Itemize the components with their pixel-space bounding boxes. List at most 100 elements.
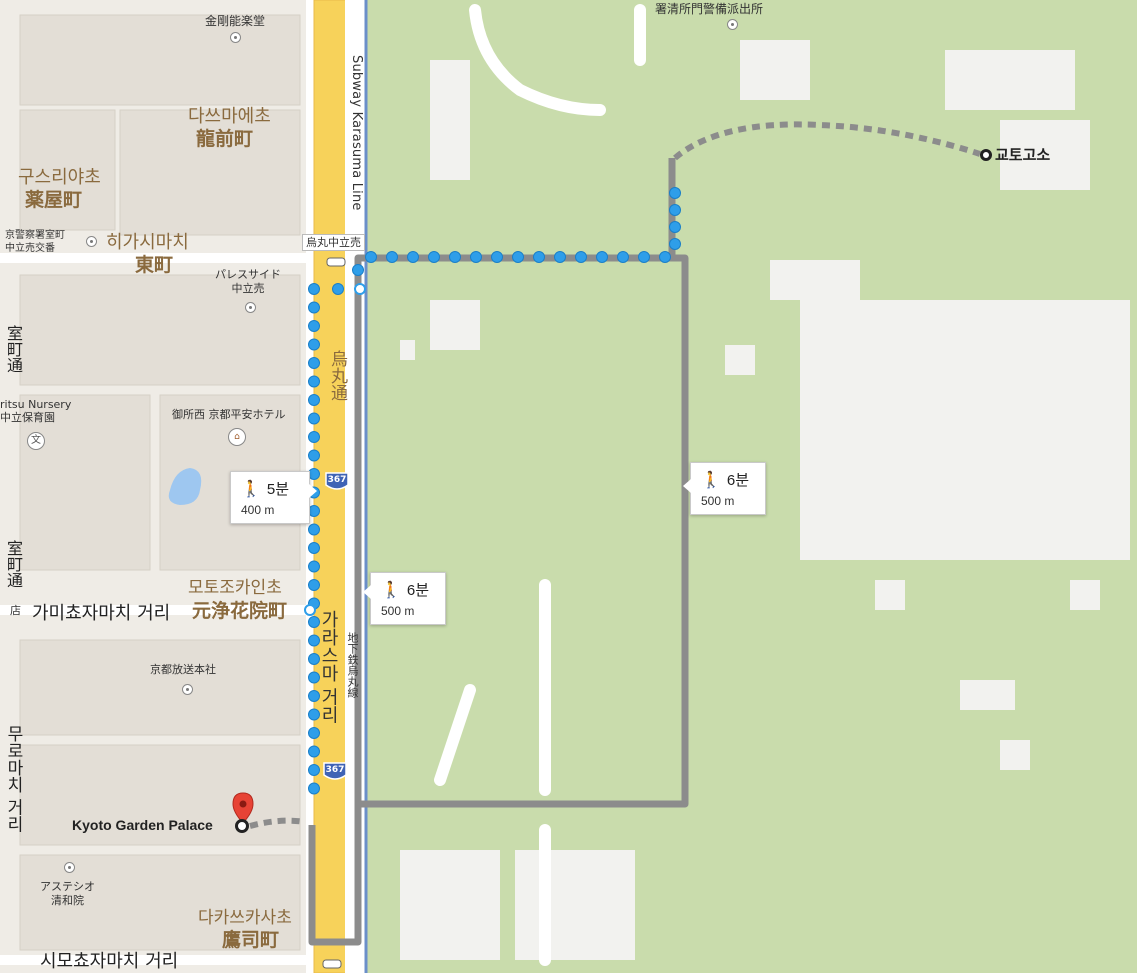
route-dot	[308, 634, 320, 647]
route-dot	[308, 375, 320, 388]
kyoto-gosho-label[interactable]: 교토고소	[995, 146, 1051, 164]
route-dot	[669, 187, 681, 199]
callout-pointer	[683, 479, 691, 493]
callout-time: 6분	[726, 472, 750, 489]
route-dot	[617, 251, 629, 263]
route-dot	[308, 671, 320, 684]
route-dot	[308, 745, 320, 758]
route-dot	[308, 727, 320, 739]
subway-karasuma-line-label: Subway Karasuma Line	[349, 55, 364, 211]
route-dot	[308, 616, 320, 628]
district-takatsukasa-kr: 다카쓰카사초	[198, 908, 292, 928]
broadcast-label: 京都放送本社	[150, 663, 216, 676]
poi-dot-icon	[726, 19, 738, 30]
walking-person-icon: 🚶	[381, 581, 401, 599]
hotel-icon[interactable]: ⌂	[228, 428, 246, 446]
astesio-icon[interactable]	[64, 862, 75, 873]
callout-time: 5분	[266, 481, 290, 498]
callout-distance: 500 m	[701, 494, 735, 508]
callout-distance: 500 m	[381, 604, 415, 618]
street-murocho-lower: 室町通	[4, 540, 23, 588]
route-dot	[386, 251, 398, 263]
route-dot	[659, 251, 671, 263]
route-dot	[308, 338, 320, 351]
route-dot	[308, 394, 320, 406]
callout-distance: 400 m	[241, 503, 275, 517]
route-dot	[308, 320, 320, 332]
palaceside-label: パレスサイド 中立売	[215, 268, 281, 296]
traffic-signal-top	[326, 257, 346, 267]
route-dot	[308, 412, 320, 425]
subway-karasuma-line-jp: 地下鉄烏丸線	[346, 632, 359, 698]
route-dot	[308, 560, 320, 573]
route-callout-3[interactable]: 🚶 6분 500 m	[683, 462, 766, 515]
waypoint-kamichoja[interactable]	[304, 604, 316, 616]
route-dot	[407, 251, 419, 263]
route-dot	[669, 238, 681, 250]
route-dot	[449, 251, 461, 263]
district-kusuriyacho-jp: 薬屋町	[25, 189, 83, 211]
route-dot	[428, 251, 440, 263]
route-dot	[533, 251, 545, 263]
route-dot	[308, 449, 320, 462]
poi-guard-office-label: 署清所門警備派出所	[655, 2, 764, 16]
destination-pin[interactable]	[232, 792, 254, 824]
gosho-endpoint-icon[interactable]	[980, 149, 992, 161]
poi-guard-office[interactable]: 署清所門警備派出所	[655, 3, 763, 30]
route-dot	[308, 357, 320, 369]
route-callout-2[interactable]: 🚶6분 500 m	[363, 572, 446, 625]
pond	[168, 468, 202, 505]
route-dot	[669, 221, 681, 233]
route-dot	[575, 251, 587, 263]
district-damasamaecho-jp: 龍前町	[196, 128, 254, 150]
district-takatsukasa-jp: 鷹司町	[222, 929, 280, 951]
route-dot	[308, 283, 320, 295]
route-dot	[308, 764, 320, 776]
police-box-icon[interactable]	[86, 236, 97, 247]
route-dot	[308, 431, 320, 443]
police-box-label: 京警察署室町 中立売交番	[5, 230, 65, 254]
nursery-label: ritsu Nursery 中立保育園	[0, 398, 72, 425]
route-dot	[638, 251, 650, 263]
route-callout-1[interactable]: 🚶 5분 400 m	[230, 471, 317, 524]
district-motojoka-jp: 元浄花院町	[192, 600, 288, 622]
route-dot	[512, 251, 524, 263]
district-damasamaecho-kr: 다쓰마에초	[188, 106, 271, 127]
callout-pointer	[363, 585, 371, 599]
origin-endpoint-icon[interactable]	[235, 819, 249, 833]
route-dot	[365, 251, 377, 263]
waypoint-nakadachiuri[interactable]	[354, 283, 366, 295]
route-dot	[308, 579, 320, 591]
walking-person-icon: 🚶	[701, 471, 721, 489]
route-dot	[308, 523, 320, 536]
route-dot	[308, 505, 320, 517]
route-dot	[308, 468, 320, 480]
route-dot	[308, 782, 320, 795]
poi-kongo-noh-label: 金剛能楽堂	[205, 14, 266, 28]
route-dot	[308, 708, 320, 721]
route-dot	[491, 251, 503, 263]
walking-person-icon: 🚶	[241, 480, 261, 498]
route-blue-dots	[308, 187, 681, 795]
school-icon[interactable]: 文	[27, 432, 45, 450]
park-paths	[434, 4, 646, 966]
astesio-label: アステシオ 清和院	[40, 880, 95, 907]
route-dot	[308, 690, 320, 702]
route-dot	[308, 542, 320, 554]
hotel-label: 御所西 京都平安ホテル	[172, 408, 286, 421]
district-higashimachi-jp: 東町	[135, 254, 174, 276]
route-dot	[669, 204, 681, 216]
route-shield-number-lower: 367	[325, 765, 345, 775]
broadcast-icon[interactable]	[182, 684, 193, 695]
route-dot	[470, 251, 482, 263]
palaceside-icon[interactable]	[245, 302, 256, 313]
route-shield-lower	[323, 762, 347, 780]
street-muromachi-kr: 무로마치 거리	[3, 725, 23, 833]
route-dot	[308, 301, 320, 314]
poi-kongo-noh[interactable]: 金剛能楽堂	[205, 15, 265, 43]
road-karasuma-kr: 가라스마 거리	[318, 610, 339, 724]
street-murocho-upper: 室町通	[4, 325, 23, 373]
street-shimochoja: 시모쵸자마치 거리	[40, 951, 179, 972]
kyoto-garden-palace-label[interactable]: Kyoto Garden Palace	[72, 817, 213, 833]
